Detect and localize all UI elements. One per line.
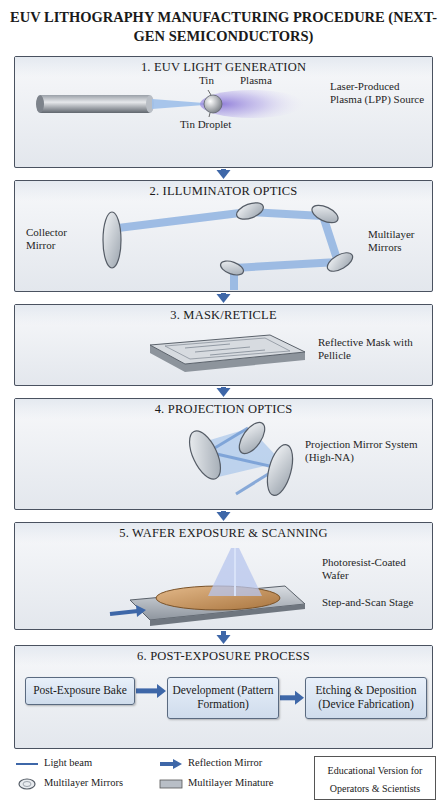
panel-fill xyxy=(14,645,433,749)
flow-arrow xyxy=(217,293,231,303)
part-label: Reflective Mask with Pellicle xyxy=(318,336,426,362)
reflective-mask xyxy=(150,335,305,372)
wafer-stage xyxy=(110,548,305,626)
stage-heading: 4. PROJECTION OPTICS xyxy=(15,399,432,419)
legend-swatch xyxy=(14,776,40,792)
stage-heading: 6. POST-EXPOSURE PROCESS xyxy=(15,646,432,666)
legend-text: Multilayer Minature xyxy=(188,777,273,790)
panel-fill xyxy=(14,180,433,292)
part-label: Laser-Produced Plasma (LPP) Source xyxy=(330,80,428,106)
flow-arrow xyxy=(280,691,304,705)
part-label: Photoresist-Coated Wafer xyxy=(322,556,427,582)
legend-swatch xyxy=(14,756,40,772)
flow-arrow xyxy=(217,631,231,644)
process-box: Post-Exposure Bake xyxy=(25,677,135,705)
part-label: Projection Mirror System (High-NA) xyxy=(305,438,423,464)
legend-swatch xyxy=(158,776,184,792)
part-label: Tin Droplet xyxy=(180,118,250,131)
panel-fill xyxy=(14,522,433,630)
process-stage: 1. EUV LIGHT GENERATION xyxy=(14,56,433,168)
stage-heading: 3. MASK/RETICLE xyxy=(15,305,432,325)
legend-text: Reflection Mirror xyxy=(188,757,262,770)
panel-fill xyxy=(14,398,433,510)
box-text: Etching & Deposition (Device Fabrication… xyxy=(310,684,422,712)
legend-text: Multilayer Mirrors xyxy=(44,777,123,790)
part-label: Tin xyxy=(199,74,229,87)
flow-arrow xyxy=(217,169,231,179)
part-label: Multilayer Mirrors xyxy=(368,228,430,254)
lpp-source xyxy=(36,90,304,118)
flow-arrow xyxy=(136,684,166,698)
illuminator-optics xyxy=(103,200,356,290)
legend-text: Light beam xyxy=(44,757,92,770)
legend-swatch xyxy=(158,756,184,772)
part-label: Step-and-Scan Stage xyxy=(322,596,427,609)
panel-fill xyxy=(14,304,433,386)
stage-heading: 1. EUV LIGHT GENERATION xyxy=(15,57,432,77)
note-box: Educational Version for Operators & Scie… xyxy=(314,756,436,800)
process-stage: 4. PROJECTION OPTICS xyxy=(14,398,433,510)
diagram-title: EUV LITHOGRAPHY MANUFACTURING PROCEDURE … xyxy=(10,8,437,46)
process-box: Etching & Deposition (Device Fabrication… xyxy=(305,677,427,719)
process-stage: 5. WAFER EXPOSURE & SCANNING xyxy=(14,522,433,630)
part-label: Collector Mirror xyxy=(26,226,96,252)
box-text: Development (Pattern Formation) xyxy=(172,684,274,712)
stage-heading: 2. ILLUMINATOR OPTICS xyxy=(15,181,432,201)
projection-mirrors xyxy=(183,418,297,498)
process-box: Development (Pattern Formation) xyxy=(167,677,279,719)
process-stage: 6. POST-EXPOSURE PROCESS Post-Exposure Ba… xyxy=(14,645,433,749)
stage-heading: 5. WAFER EXPOSURE & SCANNING xyxy=(15,523,432,543)
panel-fill xyxy=(14,56,433,168)
flow-arrow xyxy=(217,387,231,397)
flow-arrow xyxy=(217,511,231,521)
box-text: Post-Exposure Bake xyxy=(33,684,127,698)
box-text: Educational Version for Operators & Scie… xyxy=(328,765,423,794)
part-label: Plasma xyxy=(240,74,290,87)
